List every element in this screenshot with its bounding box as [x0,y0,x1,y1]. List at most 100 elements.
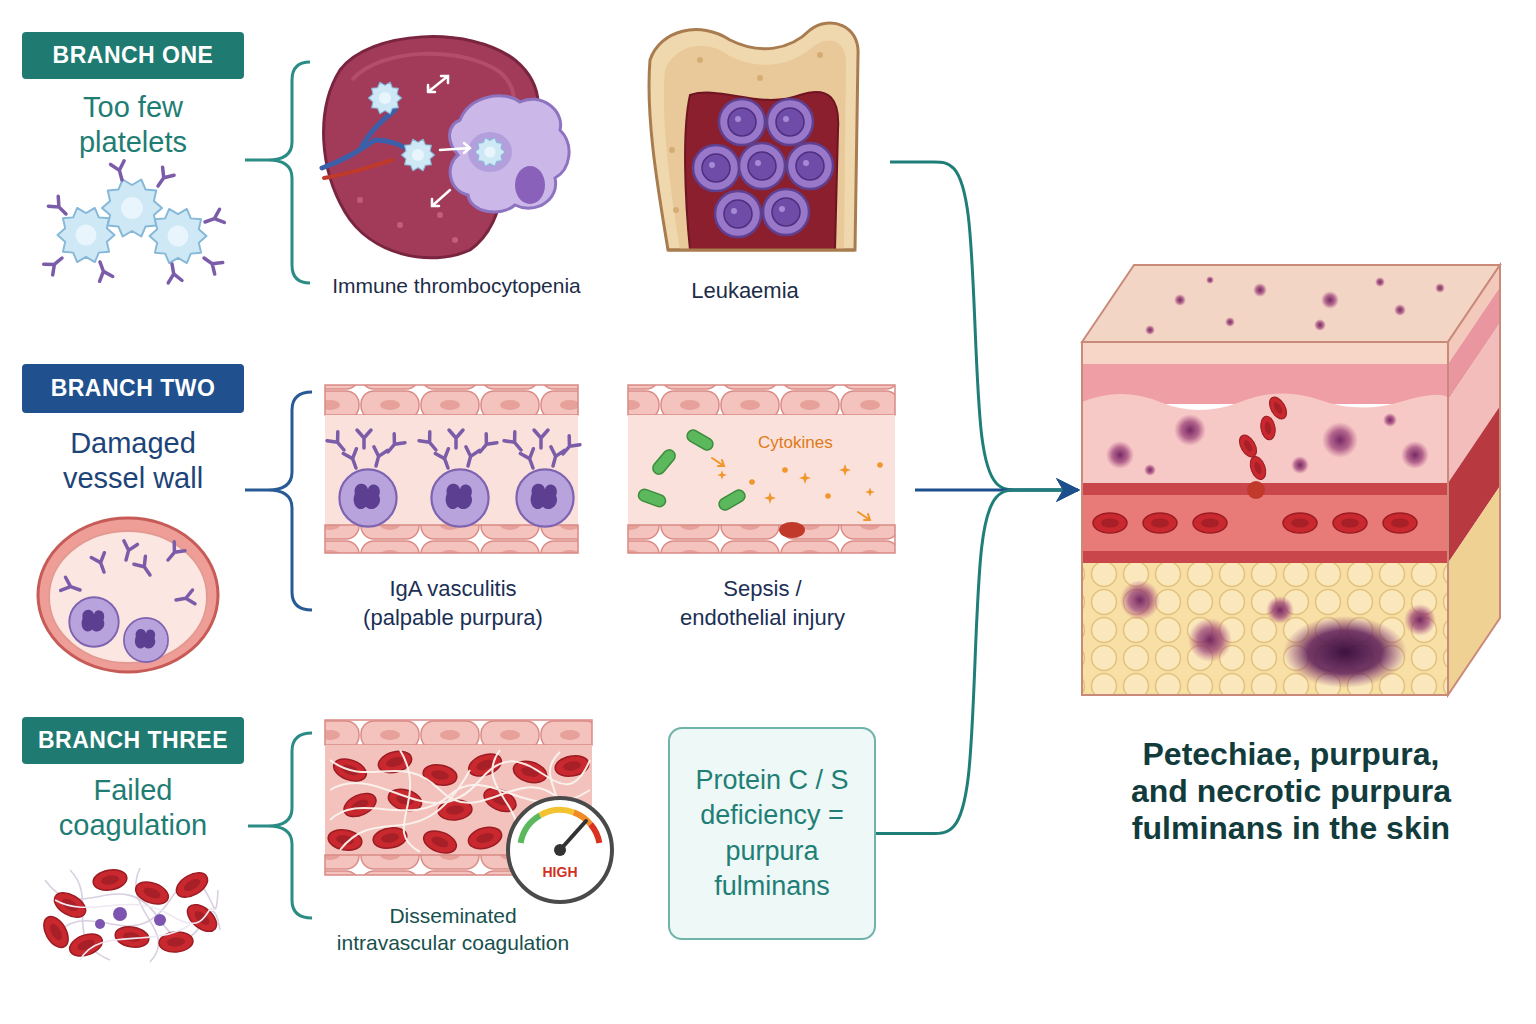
info-box: Protein C / S deficiency = purpura fulmi… [668,727,876,940]
iga-vessel-illustration [357,430,371,448]
bone [649,23,858,250]
necrotic-purpura [1283,616,1407,688]
sepsis-vessel-illustration [628,385,895,415]
spleen-illustration [475,138,505,167]
sepsis-vessel-illustration [782,467,788,473]
gauge [591,824,600,843]
sepsis-vessel-illustration [628,525,895,553]
branch-tag: BRANCH THREE [22,717,244,764]
sepsis-vessel-illustration [764,492,776,504]
iga-vessel-illustration [325,385,580,553]
wall-breach [779,522,805,538]
skin-block-illustration [1145,325,1155,335]
bone-marrow-illustration [739,143,785,189]
iga-vessel-illustration [339,469,396,526]
illustration-panel: Immune thrombocytopenia [318,25,595,305]
bracket [248,733,312,918]
spleen-illustration [322,37,569,258]
iga-vessel-illustration [325,525,578,553]
dermis [1082,393,1448,485]
gauge [540,810,574,815]
skin-block-illustration [1401,441,1429,469]
platelet-icon [44,161,225,283]
connector-arrow [890,162,1078,490]
bone-marrow-illustration [693,145,739,191]
iga-vessel-illustration [419,432,441,455]
movement-arrow [428,76,448,92]
platelet-icon [165,263,182,283]
bracket [245,392,312,610]
skin-block-illustration [1448,265,1500,695]
skin-block-illustration [1448,486,1500,695]
platelet-icon [48,196,71,219]
clot-icon [67,930,106,960]
illustration-label: HIGH [535,864,585,880]
skin-block-illustration [1106,441,1134,469]
iga-vessel-illustration [449,430,463,448]
skin-block-illustration [1206,276,1214,284]
iga-vessel-illustration [343,449,362,471]
skin-block-illustration [1314,319,1326,331]
skin-block-illustration [1435,283,1445,293]
spleen [324,37,539,258]
platelet-icon [203,209,225,228]
spleen-illustration [437,212,443,218]
skin-block-illustration [1082,265,1500,695]
vessel-section-icon [49,531,207,663]
vessel-section-icon [91,553,110,575]
branch-heading: Damaged vessel wall [33,426,233,496]
skin-block-illustration [1174,414,1206,446]
illustration-panel: Sepsis / endothelial injury [610,382,915,637]
skin-block-illustration [1322,422,1358,458]
vessel-section-icon [175,590,195,607]
platelet-icon [200,252,223,274]
branch-label: BRANCH ONE [53,42,214,68]
vessel-breach [1247,481,1265,499]
cytokine-arrow [858,512,870,520]
skin-block-illustration [1394,304,1406,316]
panel-caption: Immune thrombocytopenia [319,272,594,299]
clot-icon [39,867,222,962]
spleen-illustration [515,166,545,204]
platelet-icon [44,253,67,275]
sepsis-vessel-illustration [865,487,875,497]
sepsis-vessel-illustration [628,415,895,525]
dic-vessel-illustration [325,720,612,902]
skin-block-illustration [1174,294,1186,306]
bracket [245,62,310,283]
macrophage [450,96,570,212]
spleen-illustration [369,82,402,113]
clot-icon [80,925,190,960]
branch-group: BRANCH TWODamaged vessel wall [22,364,244,496]
platelet-icon [111,161,129,182]
branch-group: BRANCH THREEFailed coagulation [22,717,244,843]
skin-block-illustration [1082,342,1448,364]
bone-marrow-illustration [669,147,675,153]
iga-vessel-illustration [327,432,349,455]
clot-icon [55,900,215,960]
illustration-label: Cytokines [758,433,850,453]
gauge [508,798,612,902]
gauge [508,798,612,902]
spongy-bone [664,40,846,250]
skin-block-illustration [1082,342,1448,695]
bone-marrow-illustration [673,207,679,213]
clot-icon [133,878,172,908]
vessel-section-icon [119,541,137,562]
illustration-panel: Disseminated intravascular coagulation [318,712,588,962]
dic-vessel-illustration [554,753,591,779]
spleen-illustration [322,110,410,168]
dic-vessel-illustration [466,824,504,852]
platelet-icon [58,208,115,262]
movement-arrow [440,143,470,153]
box-text: Protein C / S deficiency = purpura fulmi… [682,763,862,903]
panel-caption: Sepsis / endothelial injury [670,575,855,632]
branch-group: BRANCH ONEToo few platelets [22,32,244,160]
skin-block-illustration [1236,432,1260,460]
clot-icon [95,919,105,929]
clot-icon [113,907,127,921]
iga-vessel-illustration [546,447,564,468]
skin-block-illustration [1082,495,1448,551]
bone-marrow-illustration [649,23,858,250]
cytokine-arrow [712,458,724,466]
